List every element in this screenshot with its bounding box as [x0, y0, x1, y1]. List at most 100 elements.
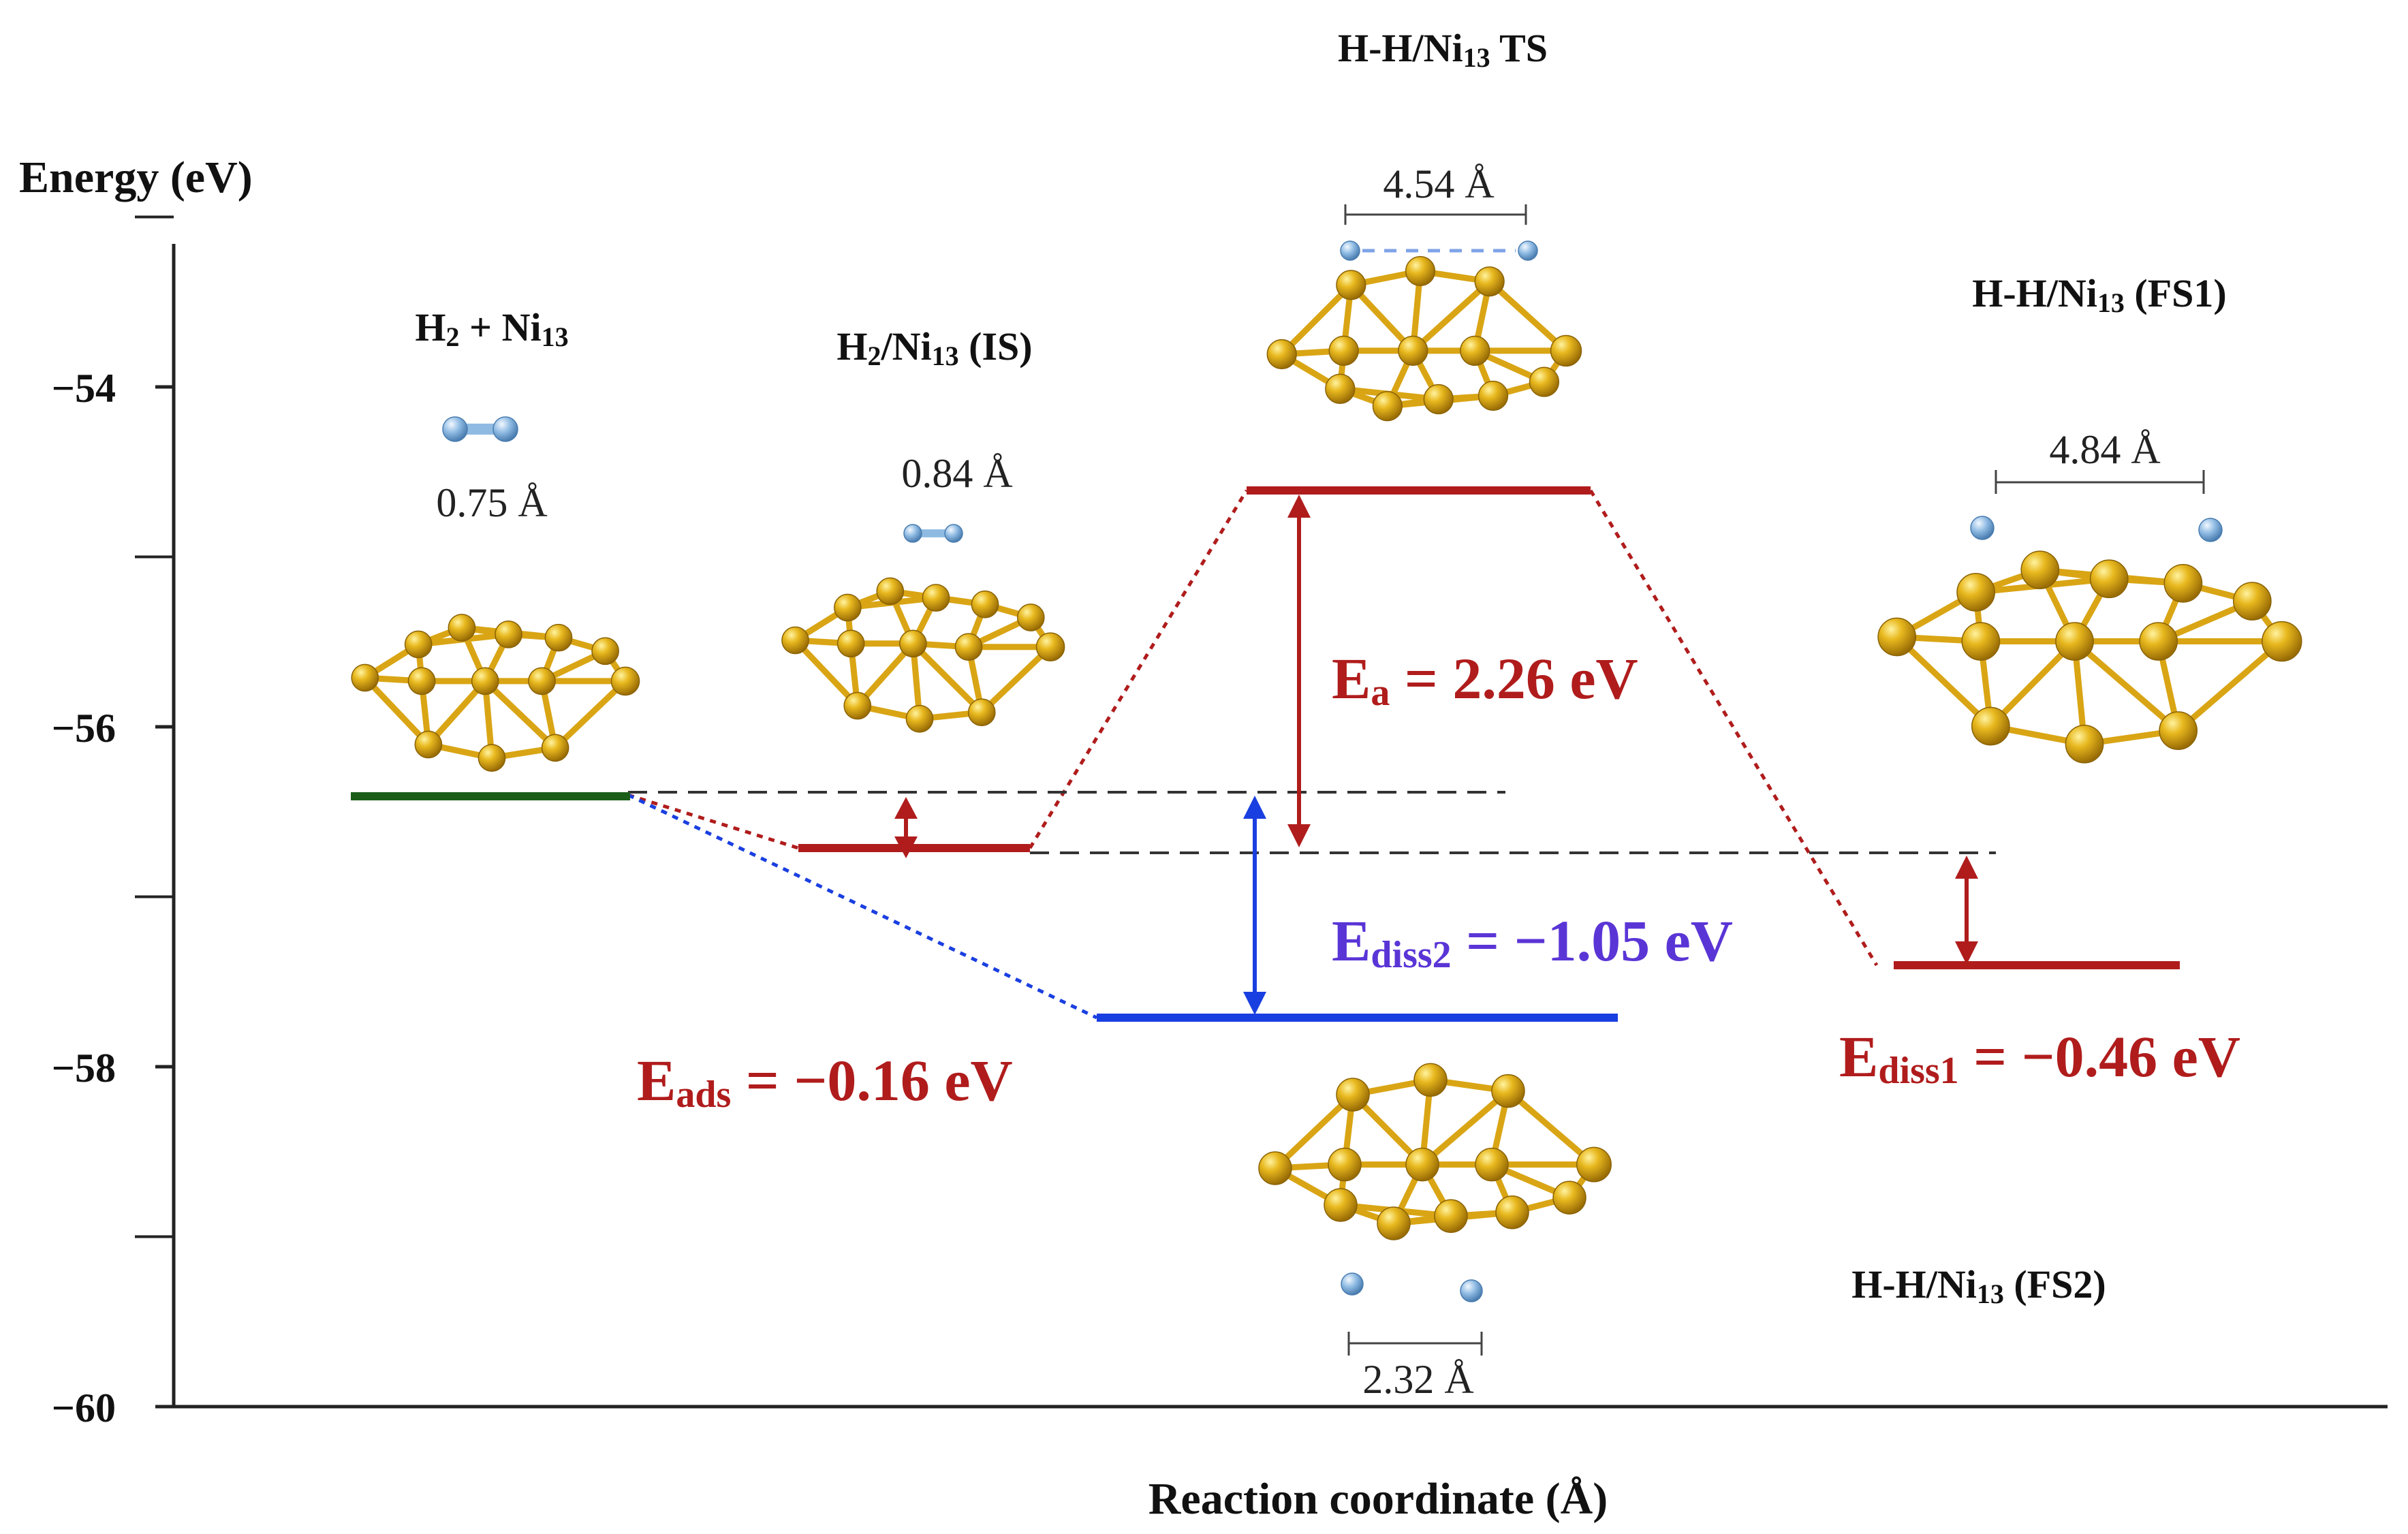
ni-atom [407, 667, 436, 695]
arrow-eads [894, 797, 918, 858]
ni13-cluster-fs1 [1877, 550, 2302, 764]
distance-is: 0.84 Å [901, 451, 1012, 496]
ni-atom [899, 629, 927, 658]
connector-reactants-fs2 [627, 793, 1098, 1020]
ni-atom [971, 590, 999, 619]
distance-ts: 4.54 Å [1383, 161, 1494, 206]
label-eads: Eads = −0.16 eV [637, 1048, 1013, 1116]
ni-atom [1405, 255, 1436, 287]
arrow-ediss2 [1243, 796, 1266, 1015]
title-fs2: H-H/Ni13 (FS2) [1851, 1262, 2106, 1309]
energy-levels [351, 486, 2180, 1022]
ni-atom [351, 663, 379, 692]
ni-atom [1550, 334, 1582, 367]
energy-arrows [894, 495, 1978, 1015]
h-atom [492, 416, 518, 442]
connector-reactants-is [627, 793, 799, 850]
ni-atom [1413, 1063, 1448, 1097]
h-atom [1518, 240, 1538, 261]
ni-atom [836, 629, 865, 658]
arrow-ea [1287, 495, 1311, 847]
title-fs1: H-H/Ni13 (FS1) [1972, 271, 2227, 318]
ni-atom [1971, 706, 2010, 746]
distance-fs1: 4.84 Å [2049, 427, 2160, 472]
ni-atom [1324, 1188, 1358, 1222]
y-tick-label: −54 [52, 366, 116, 411]
ni-atom [1016, 604, 1045, 631]
h-atom [2198, 518, 2223, 542]
ni-atom [1336, 1078, 1370, 1112]
ni-atom [2262, 621, 2302, 662]
ni-atom [1475, 1147, 1509, 1182]
ni-atom [1529, 366, 1560, 397]
h-atom [944, 524, 963, 543]
ni-atom [1035, 632, 1065, 662]
ni-atom [1460, 335, 1490, 366]
ni-atom [1961, 622, 2001, 661]
ni-atom [2159, 711, 2198, 751]
ni-atom [1552, 1180, 1586, 1215]
distance-brackets [1344, 204, 2205, 1356]
distance-reactants: 0.75 Å [436, 480, 547, 525]
ni-atom [1328, 1147, 1362, 1182]
ni-atom [478, 744, 506, 772]
h2-molecule [442, 416, 518, 442]
ni13-cluster-ts [1266, 255, 1582, 422]
ni-atom [1266, 339, 1297, 370]
ni-atom [781, 626, 809, 655]
ni-atom [2139, 622, 2178, 661]
ni13-cluster-is [781, 577, 1065, 733]
y-tick-label: −60 [52, 1386, 116, 1430]
bracket-fs2 [1347, 1332, 1483, 1356]
ni-atom [1956, 573, 1995, 612]
connector-is-ts [1028, 489, 1249, 849]
ni-atom [1336, 270, 1366, 300]
ni-atom [2020, 550, 2060, 590]
molecules [351, 240, 2302, 1302]
ni-atom [1477, 380, 1509, 411]
y-axis-title: Energy (eV) [19, 153, 253, 202]
state-titles: H2 + Ni13 H2/Ni13 (IS) H-H/Ni13 TS H-H/N… [415, 26, 2226, 1309]
ni-atom [1434, 1199, 1468, 1233]
ni-atom [528, 667, 556, 695]
ni-atom [1258, 1151, 1292, 1185]
ni-atom [2065, 724, 2104, 764]
ni-atom [922, 584, 950, 612]
y-axis: −54−56−58−60 [52, 215, 2388, 1430]
ni-atom [414, 730, 443, 759]
ni-atom [544, 623, 573, 652]
label-ediss2: Ediss2 = −1.05 eV [1332, 908, 1733, 976]
x-axis-title: Reaction coordinate (Å) [1148, 1474, 1608, 1524]
ni-atom [1328, 335, 1359, 366]
ni-atom [1372, 391, 1403, 422]
ni-atom [610, 666, 640, 696]
ni-atom [2232, 582, 2272, 621]
connector-ts-fs1 [1589, 489, 1879, 967]
ni-atom [1398, 335, 1428, 366]
h-atom [1340, 240, 1360, 261]
bracket-fs1 [1995, 470, 2205, 494]
ni-atom [2055, 622, 2094, 661]
ni-atom [1325, 373, 1356, 404]
title-reactants: H2 + Ni13 [415, 305, 568, 352]
ni-atom [495, 620, 522, 648]
title-is: H2/Ni13 (IS) [836, 324, 1032, 371]
title-ts: H-H/Ni13 TS [1338, 26, 1548, 73]
ni-atom [834, 593, 862, 622]
ni-atom [2163, 563, 2203, 603]
ni-atom [1377, 1206, 1411, 1240]
ni-atom [967, 698, 996, 727]
energy-labels: Ea = 2.26 eV Eads = −0.16 eV Ediss1 = −0… [637, 646, 2240, 1116]
ni-atom [1474, 266, 1505, 297]
ni13-cluster-reactants [351, 614, 640, 772]
bracket-ts [1344, 204, 1527, 225]
label-ea: Ea = 2.26 eV [1332, 646, 1638, 714]
h-atom [1970, 516, 1995, 540]
reference-lines [628, 791, 1996, 854]
label-ediss1: Ediss1 = −0.46 eV [1839, 1024, 2240, 1092]
h-atom [442, 416, 468, 442]
ni-atom [591, 637, 619, 666]
ni-atom [471, 667, 499, 695]
h-atom [1341, 1272, 1364, 1296]
